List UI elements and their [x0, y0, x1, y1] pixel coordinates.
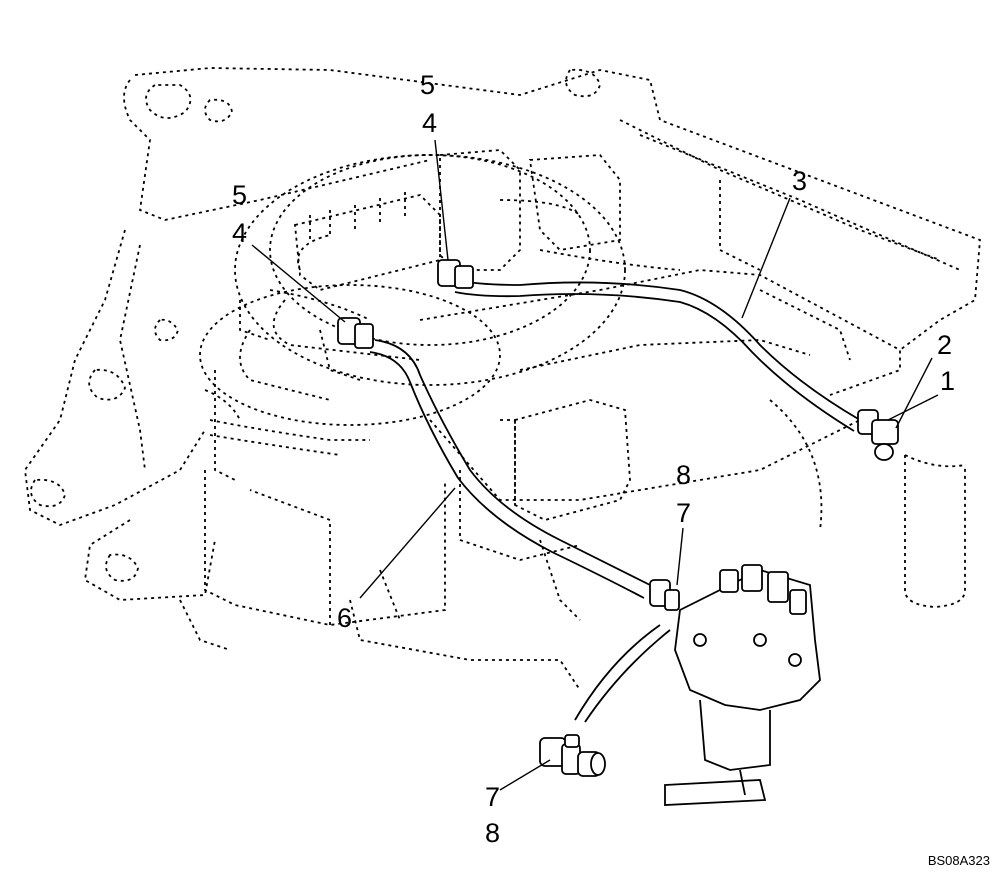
callout-8-lower: 8: [485, 818, 501, 848]
callout-6: 6: [337, 603, 353, 633]
callout-8-upper: 8: [676, 460, 692, 490]
callout-1: 1: [940, 366, 956, 396]
callout-4-upper: 4: [422, 108, 438, 138]
drawing-id-label: BS08A323: [927, 853, 990, 868]
leader-lines: [251, 139, 939, 791]
callout-5-upper: 5: [420, 70, 436, 100]
ghost-frame: [24, 67, 981, 691]
callout-2: 2: [937, 330, 953, 360]
fitting-left-4: [337, 317, 374, 349]
callout-3: 3: [792, 166, 808, 196]
hose-7-8-line: [574, 624, 671, 723]
control-valve-block: [664, 564, 821, 806]
tee-fitting-7-8: [539, 734, 606, 777]
callout-5-left: 5: [232, 180, 248, 210]
fitting-upper-4: [437, 259, 474, 289]
fitting-1-2: [857, 409, 899, 461]
callout-7-upper: 7: [676, 498, 692, 528]
fitting-upper-7: [649, 579, 680, 611]
callout-7-lower: 7: [485, 782, 501, 812]
hose-6: [369, 339, 651, 599]
hose-3: [454, 279, 861, 432]
callout-4-left: 4: [232, 218, 248, 248]
